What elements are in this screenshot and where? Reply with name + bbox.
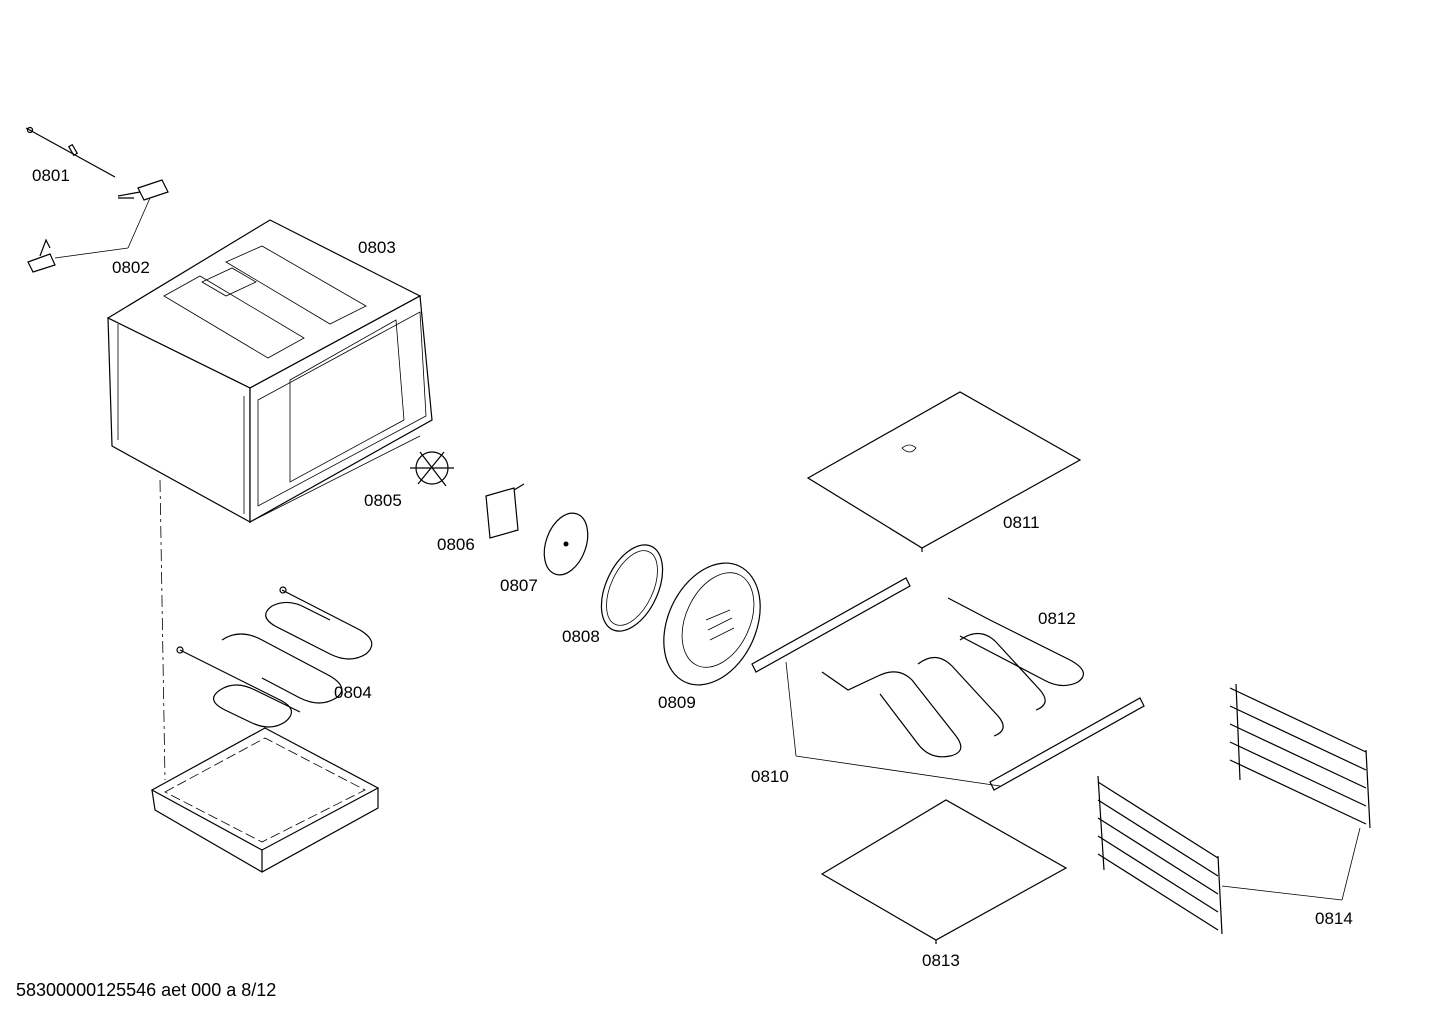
bottom-tray-drawing <box>150 727 380 873</box>
part-label-0806: 0806 <box>437 535 475 554</box>
part-0809-fan-cover-drawing <box>663 562 761 686</box>
part-0807-disc-drawing <box>543 512 589 576</box>
part-label-0808: 0808 <box>562 627 600 646</box>
part-0803-oven-cavity-drawing <box>106 219 433 524</box>
alignment-dash-line <box>159 479 166 781</box>
part-label-0810: 0810 <box>751 767 789 786</box>
part-0811-top-plate-drawing <box>806 391 1082 552</box>
part-0814-side-rack-drawing <box>1097 683 1371 935</box>
part-0810-rail-drawing <box>751 577 1145 791</box>
part-0806-motor-plate-drawing <box>485 483 525 539</box>
part-label-0813: 0813 <box>922 951 960 970</box>
part-0813-bottom-plate-drawing <box>820 799 1068 944</box>
part-label-0801: 0801 <box>32 166 70 185</box>
part-0801-sensor-drawing <box>25 126 116 178</box>
part-label-0812: 0812 <box>1038 609 1076 628</box>
part-0812-heating-element-drawing <box>821 597 1085 758</box>
part-label-0804: 0804 <box>334 683 372 702</box>
part-label-0803: 0803 <box>358 238 396 257</box>
part-label-0802: 0802 <box>112 258 150 277</box>
part-label-0805: 0805 <box>364 491 402 510</box>
part-label-0809: 0809 <box>658 693 696 712</box>
part-0804-heating-element-drawing <box>176 586 373 728</box>
part-label-0807: 0807 <box>500 576 538 595</box>
part-label-0814: 0814 <box>1315 909 1353 928</box>
part-0805-fan-drawing <box>410 451 454 487</box>
document-id: 58300000125546 aet 000 a 8/12 <box>16 980 277 1000</box>
part-0808-ring-drawing <box>600 544 664 632</box>
part-0802-connector-drawing <box>27 179 169 273</box>
part-label-0811: 0811 <box>1003 513 1040 532</box>
